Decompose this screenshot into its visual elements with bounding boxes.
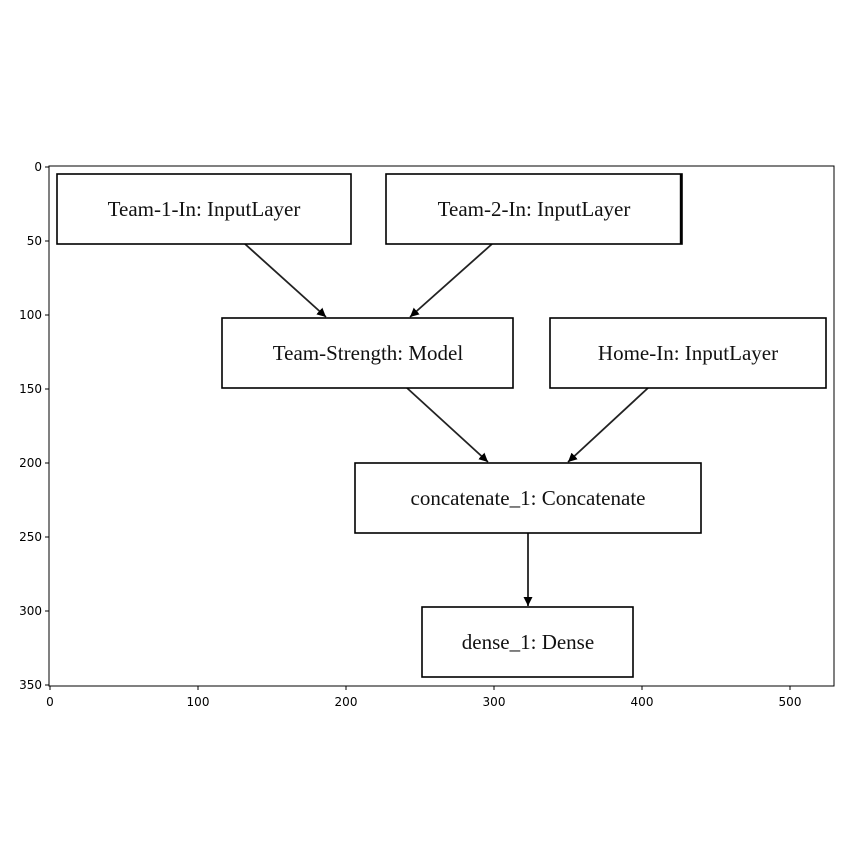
x-tick-label: 100: [187, 695, 210, 709]
node-box: [385, 173, 683, 245]
node-dense: dense_1: Dense: [421, 606, 634, 678]
y-tick-label: 100: [19, 308, 42, 322]
y-tick-label: 0: [34, 160, 42, 174]
edge-strength-to-concat: [406, 387, 489, 463]
node-box: [221, 317, 514, 389]
y-tick-label: 200: [19, 456, 42, 470]
node-label: Team-Strength: Model: [273, 341, 464, 365]
y-axis: 0 50 100 150 200 250 300 350: [19, 160, 49, 692]
node-team-strength: Team-Strength: Model: [221, 317, 514, 389]
node-label: Home-In: InputLayer: [598, 341, 778, 365]
y-tick-label: 150: [19, 382, 42, 396]
x-axis: 0 100 200 300 400 500: [46, 686, 801, 709]
node-label: Team-2-In: InputLayer: [438, 197, 631, 221]
node-box: [56, 173, 352, 245]
node-label: concatenate_1: Concatenate: [411, 486, 646, 510]
node-concatenate: concatenate_1: Concatenate: [354, 462, 702, 534]
y-tick-label: 350: [19, 678, 42, 692]
node-home-in: Home-In: InputLayer: [549, 317, 827, 389]
node-label: Team-1-In: InputLayer: [108, 197, 301, 221]
y-tick-label: 250: [19, 530, 42, 544]
edge-home-to-concat: [567, 387, 649, 463]
node-team-2-in: Team-2-In: InputLayer: [385, 173, 683, 245]
x-tick-label: 500: [779, 695, 802, 709]
edge-team1-to-strength: [244, 243, 327, 318]
x-tick-label: 300: [483, 695, 506, 709]
plot-frame: [48, 165, 835, 687]
x-tick-label: 400: [631, 695, 654, 709]
node-box: [421, 606, 634, 678]
node-box: [549, 317, 827, 389]
edges: [244, 243, 649, 606]
y-tick-label: 50: [27, 234, 42, 248]
x-tick-label: 0: [46, 695, 54, 709]
node-box: [354, 462, 702, 534]
edge-team2-to-strength: [409, 243, 493, 318]
x-tick-label: 200: [335, 695, 358, 709]
node-team-1-in: Team-1-In: InputLayer: [56, 173, 352, 245]
y-tick-label: 300: [19, 604, 42, 618]
node-label: dense_1: Dense: [462, 630, 594, 654]
